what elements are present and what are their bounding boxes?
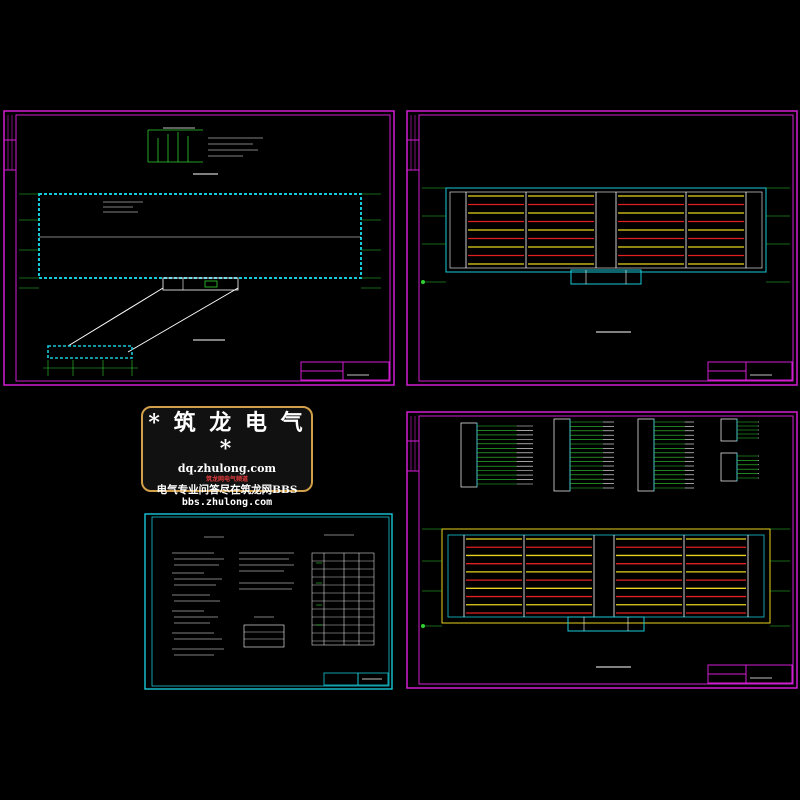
floor-plan-distribution	[421, 528, 790, 632]
distribution-box	[637, 418, 655, 492]
drawing-sheet-4[interactable]	[406, 411, 798, 689]
distribution-box	[720, 452, 738, 482]
floor-plan-lighting	[421, 187, 790, 285]
sheet-3-drawing	[144, 513, 393, 690]
sheet-4-drawing	[406, 411, 798, 689]
watermark-badge: * 筑 龙 电 气 * dq.zhulong.com 筑龙网电气频道 电气专业问…	[141, 406, 313, 508]
distribution-box	[460, 422, 478, 488]
drawing-sheet-2[interactable]	[406, 110, 798, 386]
sheet-1-drawing	[3, 110, 395, 386]
drawing-sheet-1[interactable]	[3, 110, 395, 386]
legend-table	[311, 552, 375, 646]
badge-slogan-small: 筑龙网电气频道	[205, 476, 248, 483]
badge-bbs-url: bbs.zhulong.com	[181, 497, 273, 508]
drawing-sheet-3[interactable]	[144, 513, 393, 690]
distribution-box	[553, 418, 571, 492]
distribution-box	[720, 418, 738, 442]
sheet-2-drawing	[406, 110, 798, 386]
badge-slogan: 电气专业问答尽在筑龙网BBS	[156, 484, 298, 496]
badge-site-url: dq.zhulong.com	[177, 462, 277, 475]
single-line-system-diagram	[147, 127, 203, 163]
badge-title: * 筑 龙 电 气 *	[148, 410, 306, 462]
